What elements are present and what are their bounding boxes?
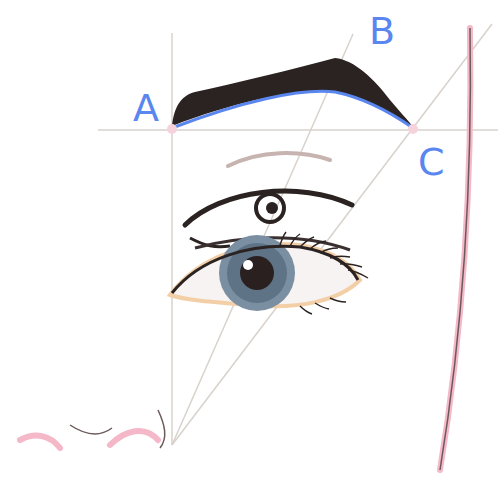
point-label: B [369, 12, 395, 50]
point-label: A [133, 89, 159, 127]
point-label: C [418, 143, 445, 181]
